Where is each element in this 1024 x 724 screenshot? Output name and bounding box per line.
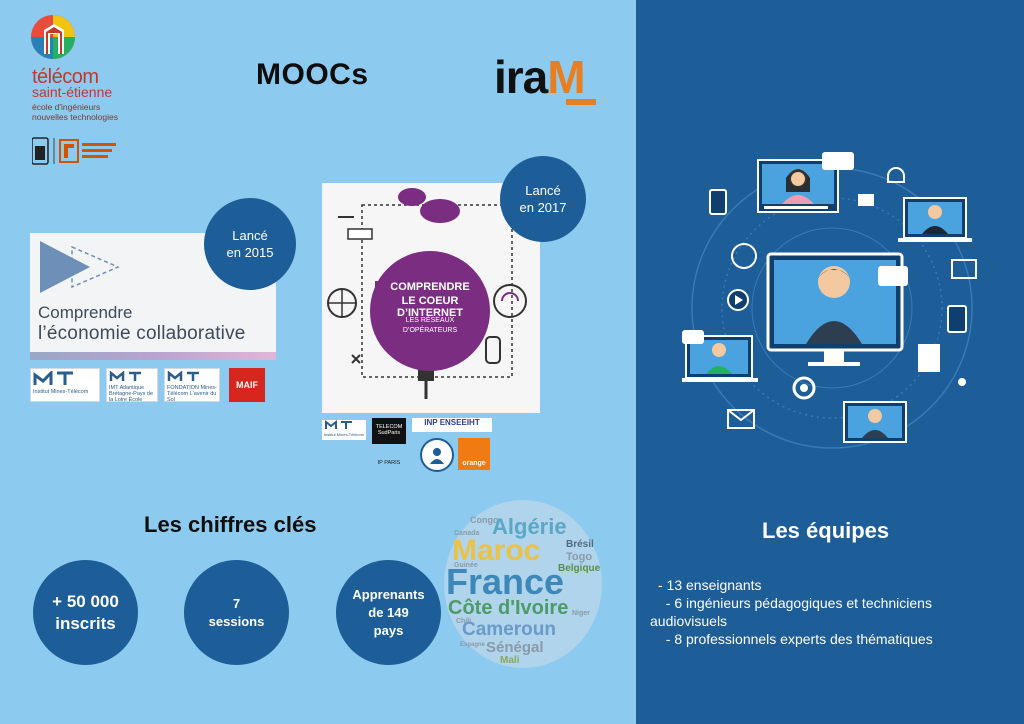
figure-countries: Apprenants de 149 pays (336, 560, 441, 665)
imt-logo-icon (325, 419, 352, 429)
iram-logo: iraM (494, 50, 586, 104)
cloud-word: Niger (572, 610, 590, 617)
team-line: - 8 professionnels experts des thématiqu… (658, 631, 933, 647)
figure-3-line-2: de 149 (368, 604, 409, 620)
team-title: Les équipes (762, 518, 890, 543)
cloud-word: Guinée (454, 562, 478, 569)
seal-figure-icon (430, 448, 444, 464)
badge-2015-line-1: Lancé (232, 228, 268, 243)
figure-2-label: sessions (208, 613, 265, 629)
cloud-word: Mali (500, 655, 520, 666)
badge-2017-line-1: Lancé (525, 183, 561, 198)
partner-logo-imt-2: Institut Mines-Télécom (322, 419, 366, 440)
imt-atlantique-logo-icon (109, 370, 141, 381)
cloud-word: Maroc (452, 534, 541, 567)
partner-logo-imt-atlantique: IMT Atlantique Bretagne-Pays de la Loire… (106, 368, 158, 402)
team-list: - 13 enseignants - 6 ingénieurs pédagogi… (650, 576, 933, 648)
cloud-word: Chili (456, 618, 472, 625)
mooc-2-subtitle-1: LES RÉSEAUX (405, 317, 455, 324)
partner-name-3: FONDATION Mines-Télécom L'avenir du Sol (167, 385, 218, 402)
page-title: MOOCs (256, 58, 369, 91)
mooc-card-economie: Comprendre l’économie collaborative (30, 233, 276, 360)
telecom-logo-icon (31, 15, 75, 59)
launch-badge-2015: Lancé en 2015 (204, 198, 296, 290)
figure-1-label: inscrits (55, 613, 116, 633)
key-figures-title: Les chiffres clés (144, 512, 317, 537)
partner-logo-imt: Institut Mines-Télécom (30, 368, 100, 402)
mooc-1-partners: Institut Mines-Télécom IMT Atlantique Br… (30, 368, 265, 402)
iram-underline (566, 99, 596, 105)
cloud-word: Cameroun (462, 619, 556, 640)
e-learning-illustration-icon (682, 152, 977, 449)
partner-logo-telecom-sudparis: TELECOM SudParis (372, 418, 406, 444)
play-arrow-icon (40, 241, 120, 293)
country-word-cloud: Congo Algérie Maroc Brésil Togo France B… (432, 500, 602, 670)
school-tagline-2: nouvelles technologies (32, 112, 119, 122)
cloud-word: Algérie (492, 514, 567, 539)
right-panel: Les équipes - 13 enseignants - 6 ingénie… (636, 0, 1024, 724)
iram-logo-text: ira (494, 51, 548, 103)
mooc-2-circle: COMPRENDRE LE COEUR D’INTERNET LES RÉSEA… (370, 251, 490, 371)
partner-seal-icon (420, 438, 454, 472)
cloud-word: Brésil (566, 539, 594, 550)
word-cloud-background (444, 500, 602, 668)
team-line: - 6 ingénieurs pédagogiques et technicie… (658, 595, 932, 611)
figure-3-line-1: Apprenants (352, 586, 425, 602)
figure-1-value: + 50 000 (52, 591, 119, 611)
mooc-card-internet: COMPRENDRE LE COEUR D’INTERNET LES RÉSEA… (322, 183, 540, 413)
fondation-logo-icon (167, 370, 199, 381)
left-panel: télécom saint-étienne école d'ingénieurs… (30, 15, 602, 670)
figure-2-value: 7 (232, 595, 241, 611)
school-city: saint-étienne (32, 84, 113, 100)
figure-sessions: 7 sessions (184, 560, 289, 665)
cloud-word: Togo (566, 551, 593, 563)
badge-2017-line-2: en 2017 (519, 200, 567, 215)
mooc-1-title-1: Comprendre (38, 303, 133, 322)
imt-logo-icon (33, 369, 73, 385)
university-logos-icon (32, 137, 116, 165)
cloud-word: France (446, 561, 565, 602)
mooc-1-stripe (30, 352, 276, 360)
cloud-word: Belgique (558, 563, 601, 574)
team-line: - 13 enseignants (658, 577, 762, 593)
school-tagline-1: école d'ingénieurs (32, 102, 101, 112)
cloud-word: Espagne (460, 642, 486, 648)
iram-logo-accent: M (547, 51, 585, 103)
team-line: audiovisuels (650, 613, 728, 629)
cloud-word: Côte d'Ivoire (448, 597, 569, 619)
partner-name-2: IMT Atlantique Bretagne-Pays de la Loire… (109, 385, 154, 402)
network-diagram-icon (327, 188, 527, 399)
partner-logo-fondation: FONDATION Mines-Télécom L'avenir du Sol (164, 368, 220, 402)
partner-logo-ip-paris: IP PARIS (377, 460, 401, 466)
partner-logo-enseeiht: INP ENSEEIHT (412, 418, 492, 432)
cloud-word: Congo (470, 515, 499, 525)
mooc-1-title-2: l’économie collaborative (38, 323, 246, 344)
mooc-2-subtitle-2: D’OPÉRATEURS (402, 327, 458, 334)
mooc-2-title-1: COMPRENDRE (390, 281, 470, 293)
partner-2-name-1: Institut Mines-Télécom (323, 432, 365, 437)
figure-3-line-3: pays (373, 622, 404, 638)
badge-2015-line-2: en 2015 (226, 245, 274, 260)
school-name: télécom (32, 66, 99, 88)
partner-logo-maif: MAIF (229, 368, 265, 402)
partner-name-1: Institut Mines-Télécom (33, 389, 89, 395)
cloud-word: Sénégal (486, 639, 544, 656)
partner-logo-orange: orange (458, 438, 490, 470)
mooc-2-title-2: LE COEUR D’INTERNET (397, 295, 463, 319)
launch-badge-2017: Lancé en 2017 (500, 156, 586, 242)
cloud-word: Canada (454, 530, 480, 537)
